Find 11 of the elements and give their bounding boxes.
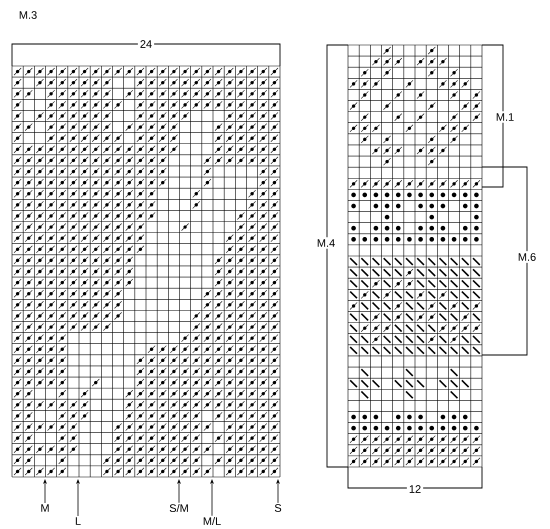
chart-label: M.1 [494,111,516,123]
chart-label: M.6 [516,251,538,263]
size-label: S/M [170,504,188,512]
chart-label: 12 [406,483,424,495]
size-label: M [41,504,49,512]
chart-label: M.4 [314,237,338,249]
size-label: M/L [204,516,221,526]
size-label: L [76,517,81,525]
size-label: S [274,504,282,512]
chart-label: M.3 [20,11,37,19]
chart-label: 24 [138,38,154,50]
